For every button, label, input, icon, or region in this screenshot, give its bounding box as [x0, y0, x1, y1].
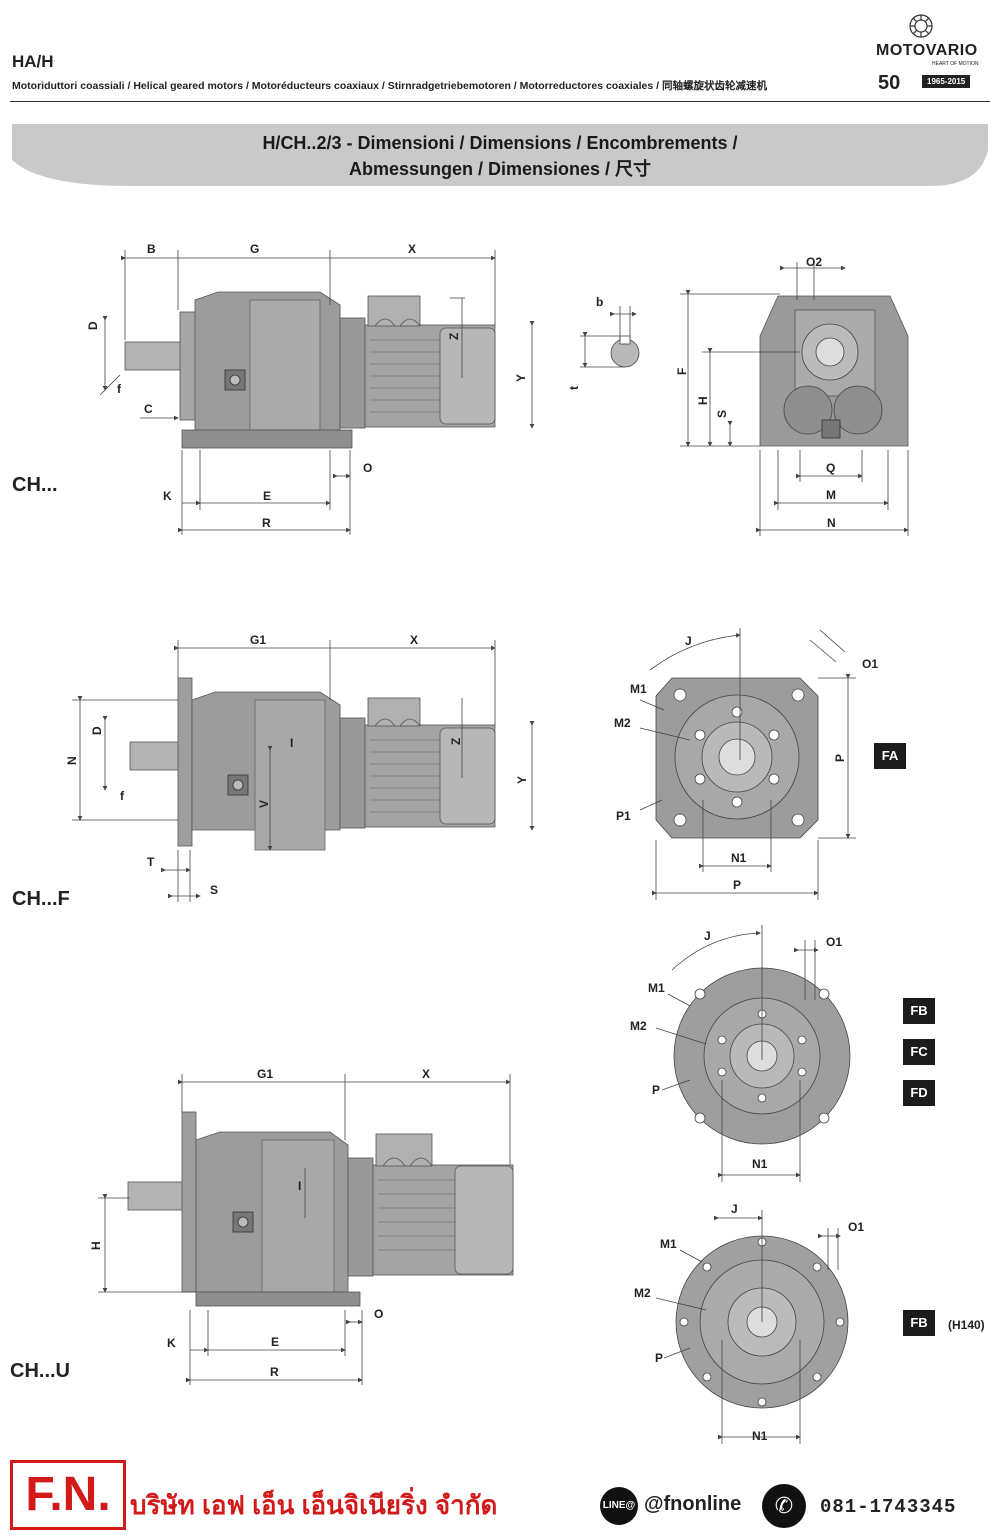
fn-logo: F.N.	[10, 1460, 126, 1530]
dim-label-h-u: H	[89, 1241, 103, 1250]
dim-label-f: f	[117, 382, 122, 396]
fa-flange-view	[655, 677, 819, 839]
dim-label-x-f: X	[410, 633, 418, 647]
ch-end-view	[759, 295, 909, 447]
brand-name: MOTOVARIO	[876, 42, 978, 59]
note-h140: (H140)	[948, 1318, 985, 1332]
dim-label-k-u: K	[167, 1336, 176, 1350]
dim-label-n1-fa: N1	[731, 851, 747, 865]
dim-label-z: Z	[447, 333, 461, 340]
dim-label-g: G	[250, 242, 259, 256]
dim-label-g1-u: G1	[257, 1067, 273, 1081]
footer	[0, 1455, 1000, 1539]
dim-label-m2-fa: M2	[614, 716, 631, 730]
dim-label-p-h140: P	[655, 1351, 663, 1365]
dim-label-m1-fa: M1	[630, 682, 647, 696]
dim-label-j-h140: J	[731, 1202, 738, 1216]
dim-label-z-f: Z	[449, 738, 463, 745]
dim-label-o: O	[363, 461, 372, 475]
dim-label-r-u: R	[270, 1365, 279, 1379]
dim-label-f-height: F	[675, 368, 689, 375]
dim-label-x-u: X	[422, 1067, 430, 1081]
series-subtitle: Motoriduttori coassiali / Helical geared…	[12, 80, 767, 92]
dim-label-t: t	[567, 386, 581, 390]
dim-label-m: M	[826, 488, 836, 502]
motovario-logo-icon	[909, 14, 933, 38]
dim-label-s: S	[715, 410, 729, 418]
dim-label-b-key: b	[596, 295, 603, 309]
company-name: บริษัท เอฟ เอ็น เอ็นจิเนียริ่ง จำกัด	[130, 1490, 498, 1520]
dim-label-b: B	[147, 242, 156, 256]
dim-label-o2: O2	[806, 255, 822, 269]
dim-label-x: X	[408, 242, 416, 256]
dim-label-y-f: Y	[515, 776, 529, 784]
dim-label-d: D	[86, 321, 100, 330]
dim-label-n1-h140: N1	[752, 1429, 768, 1443]
dim-label-o-u: O	[374, 1307, 383, 1321]
dim-label-d-f: D	[90, 726, 104, 735]
dim-label-m1-fb: M1	[648, 981, 665, 995]
dim-label-e: E	[263, 489, 271, 503]
dim-label-i-u: I	[298, 1179, 301, 1193]
dim-label-y: Y	[514, 374, 528, 382]
dim-label-n: N	[827, 516, 836, 530]
ch-side-view	[124, 291, 496, 449]
dim-label-o1-h140: O1	[848, 1220, 864, 1234]
dim-label-o1-fa: O1	[862, 657, 878, 671]
line-icon[interactable]: LINE@	[600, 1487, 638, 1525]
dim-label-j-fb: J	[704, 929, 711, 943]
dim-label-i: I	[290, 736, 293, 750]
dim-label-s-f: S	[210, 883, 218, 897]
dim-label-p1-fa: P1	[616, 809, 631, 823]
dim-label-k: K	[163, 489, 172, 503]
badge-fa: FA	[874, 743, 906, 769]
dim-label-e-u: E	[271, 1335, 279, 1349]
section-label-chf: CH...F	[12, 888, 70, 910]
title-banner	[12, 124, 988, 186]
dim-label-m2-fb: M2	[630, 1019, 647, 1033]
dim-label-c: C	[144, 402, 153, 416]
phone-icon[interactable]: ✆	[762, 1484, 806, 1528]
dim-label-j-fa: J	[685, 634, 692, 648]
section-label-chu: CH...U	[10, 1360, 70, 1382]
dim-label-t-f: T	[147, 855, 155, 869]
dim-label-o1-fb: O1	[826, 935, 842, 949]
page-title-line1: H/CH..2/3 - Dimensioni / Dimensions / En…	[262, 133, 738, 153]
anniversary-mark: 50	[878, 72, 901, 94]
page-title-line2: Abmessungen / Dimensiones / 尺寸	[348, 159, 652, 179]
chu-side-view	[127, 1111, 514, 1307]
badge-fd: FD	[903, 1080, 935, 1106]
dim-label-n-f: N	[65, 756, 79, 765]
phone-number[interactable]: 081-1743345	[820, 1496, 957, 1518]
badge-fc: FC	[903, 1039, 935, 1065]
dim-label-g1: G1	[250, 633, 266, 647]
badge-fb: FB	[903, 998, 935, 1024]
dim-label-n1-fb: N1	[752, 1157, 768, 1171]
dim-label-m1-h140: M1	[660, 1237, 677, 1251]
technical-drawings: B G X D f C Z Y O K E R b t O2 F H S Q M…	[65, 242, 909, 1444]
section-label-ch: CH...	[12, 474, 58, 496]
dim-label-h: H	[696, 396, 710, 405]
chf-side-view	[129, 677, 496, 851]
header-divider	[10, 101, 990, 102]
dim-label-r: R	[262, 516, 271, 530]
anniversary-years: 1965-2015	[922, 75, 971, 88]
dim-label-v: V	[257, 800, 271, 808]
dim-label-p-fa-side: P	[833, 754, 847, 762]
dim-label-f-f: f	[120, 789, 125, 803]
brand-tagline: HEART OF MOTION	[932, 61, 979, 67]
series-code: HA/H	[12, 52, 54, 71]
dim-label-m2-h140: M2	[634, 1286, 651, 1300]
dim-label-p-fa: P	[733, 878, 741, 892]
dim-label-p-fb: P	[652, 1083, 660, 1097]
line-id[interactable]: @fnonline	[644, 1493, 742, 1515]
dim-label-q: Q	[826, 461, 835, 475]
badge-fb-h140: FB	[903, 1310, 935, 1336]
